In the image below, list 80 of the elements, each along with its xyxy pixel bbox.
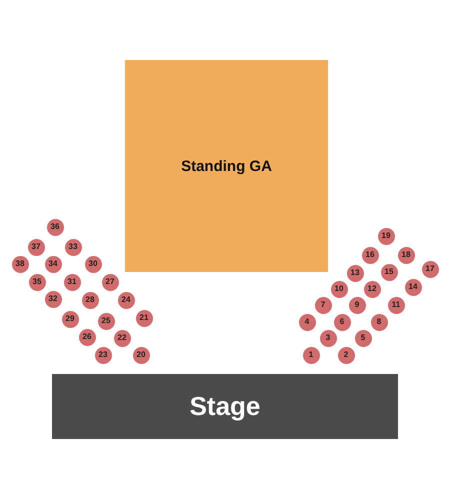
table-circle [78, 328, 96, 346]
table-circle [98, 312, 114, 330]
table-number: 18 [402, 251, 410, 259]
stage-area [52, 374, 398, 439]
table-circle [28, 274, 46, 290]
table-number: 34 [48, 260, 58, 268]
table-circle [94, 346, 112, 364]
table-number: 12 [368, 285, 376, 293]
table-circle [62, 310, 78, 328]
table-circle [64, 238, 82, 256]
table-circle [362, 246, 378, 264]
table-number: 32 [48, 295, 58, 303]
table-number: 6 [340, 318, 344, 326]
table-number: 3 [326, 334, 330, 342]
table-number: 20 [136, 351, 146, 359]
table-number: 38 [16, 260, 24, 268]
table-circle [84, 256, 102, 272]
table-number: 9 [354, 301, 360, 309]
table-circle [338, 346, 354, 364]
table-number: 26 [82, 333, 92, 341]
table-circle [330, 280, 348, 298]
table-circle [28, 238, 44, 256]
table-circle [380, 264, 398, 280]
table-number: 36 [50, 223, 60, 231]
table-number: 1 [308, 351, 314, 359]
table-circle [118, 292, 134, 308]
table-number: 24 [122, 296, 130, 304]
table-circle [354, 330, 372, 346]
table-number: 17 [426, 265, 434, 273]
table-number: 25 [102, 317, 110, 325]
table-number: 27 [106, 278, 114, 286]
table-circle [314, 296, 332, 314]
table-number: 33 [68, 243, 78, 251]
table-circle [388, 296, 404, 314]
table-number: 16 [366, 251, 374, 259]
table-number: 22 [118, 334, 126, 342]
standing-area [125, 60, 328, 272]
table-circle [348, 296, 366, 314]
table-circle [346, 264, 364, 282]
table-circle [114, 330, 130, 346]
table-number: 11 [392, 301, 400, 309]
table-circle [44, 256, 62, 272]
table-number: 5 [360, 334, 366, 342]
table-circle [364, 280, 380, 298]
table-circle [136, 310, 152, 326]
table-circle [12, 256, 28, 272]
table-number: 31 [68, 278, 76, 286]
table-number: 7 [320, 301, 326, 309]
table-number: 30 [88, 260, 98, 268]
table-number: 15 [384, 268, 394, 276]
table-number: 29 [66, 315, 74, 323]
table-number: 37 [32, 243, 40, 251]
table-circle [404, 278, 422, 296]
table-number: 14 [408, 283, 418, 291]
table-circle [82, 292, 98, 308]
table-number: 13 [350, 269, 360, 277]
table-circle [334, 314, 350, 330]
table-circle [298, 314, 316, 330]
table-circle [370, 314, 388, 330]
table-number: 35 [32, 278, 42, 286]
table-circle [132, 346, 150, 364]
table-number: 4 [304, 318, 310, 326]
table-number: 8 [376, 318, 382, 326]
table-number: 2 [344, 351, 348, 359]
table-number: 19 [382, 232, 390, 240]
table-circle [320, 330, 336, 346]
table-number: 10 [334, 285, 344, 293]
table-circle [398, 246, 414, 264]
table-circle [302, 346, 320, 364]
table-number: 23 [98, 351, 108, 359]
area-label: Stage [190, 391, 260, 422]
table-circle [102, 274, 118, 290]
table-circle [44, 290, 62, 308]
table-circle [378, 228, 394, 244]
table-circle [64, 274, 80, 290]
table-number: 28 [86, 296, 94, 304]
table-circle [46, 218, 64, 236]
table-circle [422, 260, 438, 278]
area-label: Standing GA [181, 158, 272, 174]
table-number: 21 [140, 314, 148, 322]
